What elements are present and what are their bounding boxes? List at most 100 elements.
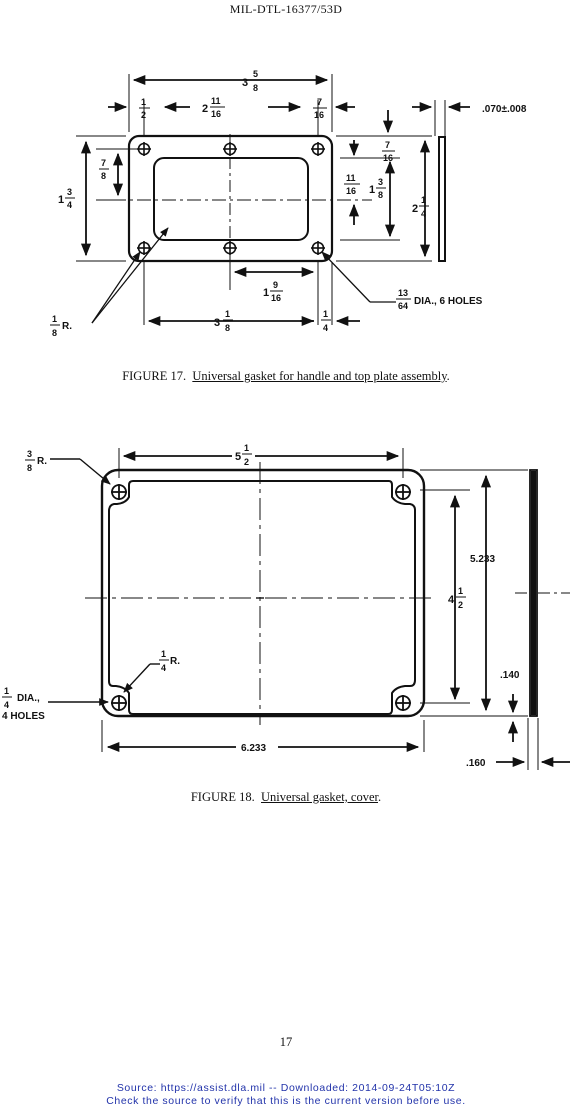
dim-value: 11 — [211, 96, 221, 106]
figure-18-caption: FIGURE 18. Universal gasket, cover. — [0, 790, 572, 805]
dim-value: 4 — [323, 323, 328, 333]
fig17-label-hole-spacing: 1 9 16 — [263, 280, 283, 303]
dim-value: 2 — [412, 203, 418, 215]
source-line-2: Check the source to verify that this is … — [106, 1095, 466, 1107]
figure-18-drawing: 3 8 R. 5 1 2 5.233 4 1 2 1 4 R. 1 4 DIA.… — [2, 443, 570, 770]
gasket-inner-cutout — [153, 157, 309, 241]
fig17-label-left-outer: 1 3 4 — [58, 187, 75, 210]
figure-17-drawing: 3 5 8 1 2 2 11 16 7 16 .070±.008 7 8 1 3… — [50, 69, 527, 338]
fig17-label-center: 2 11 16 — [202, 96, 225, 119]
dim-value: 4 — [67, 200, 72, 210]
fig17-label-right-top: 7 16 — [382, 140, 395, 163]
dim-value: 4 — [421, 209, 426, 219]
cover-holes — [111, 484, 411, 711]
dim-value: 8 — [253, 83, 258, 93]
caption-title: Universal gasket, cover — [261, 790, 378, 804]
fig18-bottom-width: 6.233 — [241, 743, 266, 754]
caption-prefix: FIGURE 18. — [190, 790, 255, 804]
page-number: 17 — [279, 1035, 293, 1049]
dim-value: 11 — [346, 173, 356, 183]
dim-value: 1 — [225, 309, 230, 319]
dim-value: 16 — [211, 109, 221, 119]
dim-value: 3 — [242, 77, 248, 89]
gasket-side-view — [438, 136, 446, 262]
dim-value: 1 — [141, 97, 146, 107]
source-line-1: Source: https://assist.dla.mil -- Downlo… — [116, 1082, 456, 1094]
dim-value: 2 — [141, 110, 146, 120]
fig18-label-radius: 3 8 R. — [25, 449, 47, 473]
dim-value: 4 — [161, 663, 166, 673]
cover-side-view — [529, 469, 538, 717]
dim-value: 5 — [235, 451, 241, 463]
fig17-label-hole-dia: 13 64 DIA., 6 HOLES — [396, 288, 483, 311]
dim-value: 3 — [27, 449, 32, 459]
dim-value: 4 — [448, 594, 455, 606]
caption-title: Universal gasket for handle and top plat… — [192, 369, 447, 383]
dim-value: 8 — [225, 323, 230, 333]
dim-value: 1 — [421, 195, 426, 205]
fig17-label-radius: 1 8 R. — [50, 314, 72, 338]
dim-value: 16 — [271, 293, 281, 303]
fig18-label-inner-height: 4 1 2 — [448, 586, 466, 610]
fig18-outer-height: 5.233 — [470, 554, 495, 565]
cover-gasket-outer — [100, 468, 426, 718]
dim-value: 3 — [214, 317, 220, 329]
fig18-label-inner-radius: 1 4 R. — [159, 649, 180, 673]
dim-value: 1 — [369, 184, 375, 196]
fig17-label-right-outer: 2 1 4 — [412, 195, 429, 219]
dim-value: 3 — [378, 177, 383, 187]
dim-label: R. — [37, 456, 47, 467]
dim-label: R. — [170, 656, 180, 667]
dim-value: 1 — [161, 649, 166, 659]
dim-value: 1 — [323, 309, 328, 319]
dim-label: R. — [62, 321, 72, 332]
dim-value: 4 — [4, 700, 9, 710]
dim-value: 16 — [346, 186, 356, 196]
dim-value: 9 — [273, 280, 278, 290]
cover-gasket-inner — [108, 480, 416, 715]
dim-value: 3 — [67, 187, 72, 197]
dim-value: 1 — [58, 194, 64, 206]
caption-end: . — [378, 790, 382, 804]
dim-value: 1 — [4, 686, 9, 696]
dim-value: 7 — [317, 97, 322, 107]
mounting-holes — [137, 142, 325, 255]
dim-value: 2 — [202, 103, 208, 115]
dim-value: 1 — [263, 287, 269, 299]
fig18-thickness: .160 — [466, 758, 486, 769]
dim-value: 7 — [101, 158, 106, 168]
fig17-label-right-inner: 1 3 8 — [369, 177, 386, 200]
document-header: MIL-DTL-16377/53D — [229, 2, 343, 16]
dim-value: 1 — [52, 314, 57, 324]
caption-end: . — [446, 369, 450, 383]
dim-value: 1 — [244, 443, 249, 453]
dim-value: 64 — [398, 301, 408, 311]
dim-value: 7 — [385, 140, 390, 150]
fig17-thickness: .070±.008 — [482, 104, 527, 115]
fig17-label-overall: 3 5 8 — [242, 69, 262, 93]
fig18-label-hole-dia: 1 4 DIA., 4 HOLES — [2, 686, 45, 722]
fig17-label-right-edge: 7 16 — [313, 97, 327, 120]
fig17-label-left-inner: 7 8 — [99, 158, 109, 181]
dim-value: 2 — [244, 457, 249, 467]
dim-value: 8 — [378, 190, 383, 200]
fig17-label-right-mid: 11 16 — [344, 173, 360, 196]
fig17-label-bottom: 3 1 8 — [214, 309, 233, 333]
dim-value: 8 — [27, 463, 32, 473]
fig18-edge-offset: .140 — [500, 670, 520, 681]
dim-value: 2 — [458, 600, 463, 610]
dim-value: 16 — [383, 153, 393, 163]
dim-label: DIA., 6 HOLES — [414, 296, 483, 307]
fig18-label-top: 5 1 2 — [235, 443, 252, 467]
figure-17-caption: FIGURE 17. Universal gasket for handle a… — [0, 369, 572, 384]
dim-value: 5 — [253, 69, 258, 79]
dim-value: 13 — [398, 288, 408, 298]
dim-value: 16 — [314, 110, 324, 120]
dim-value: 1 — [458, 586, 463, 596]
dim-label: DIA., — [17, 693, 40, 704]
dim-label: 4 HOLES — [2, 711, 45, 722]
fig17-label-left-edge: 1 2 — [139, 97, 150, 120]
fig17-label-bottom-edge: 1 4 — [321, 309, 331, 333]
caption-prefix: FIGURE 17. — [122, 369, 187, 383]
dim-value: 8 — [52, 328, 57, 338]
